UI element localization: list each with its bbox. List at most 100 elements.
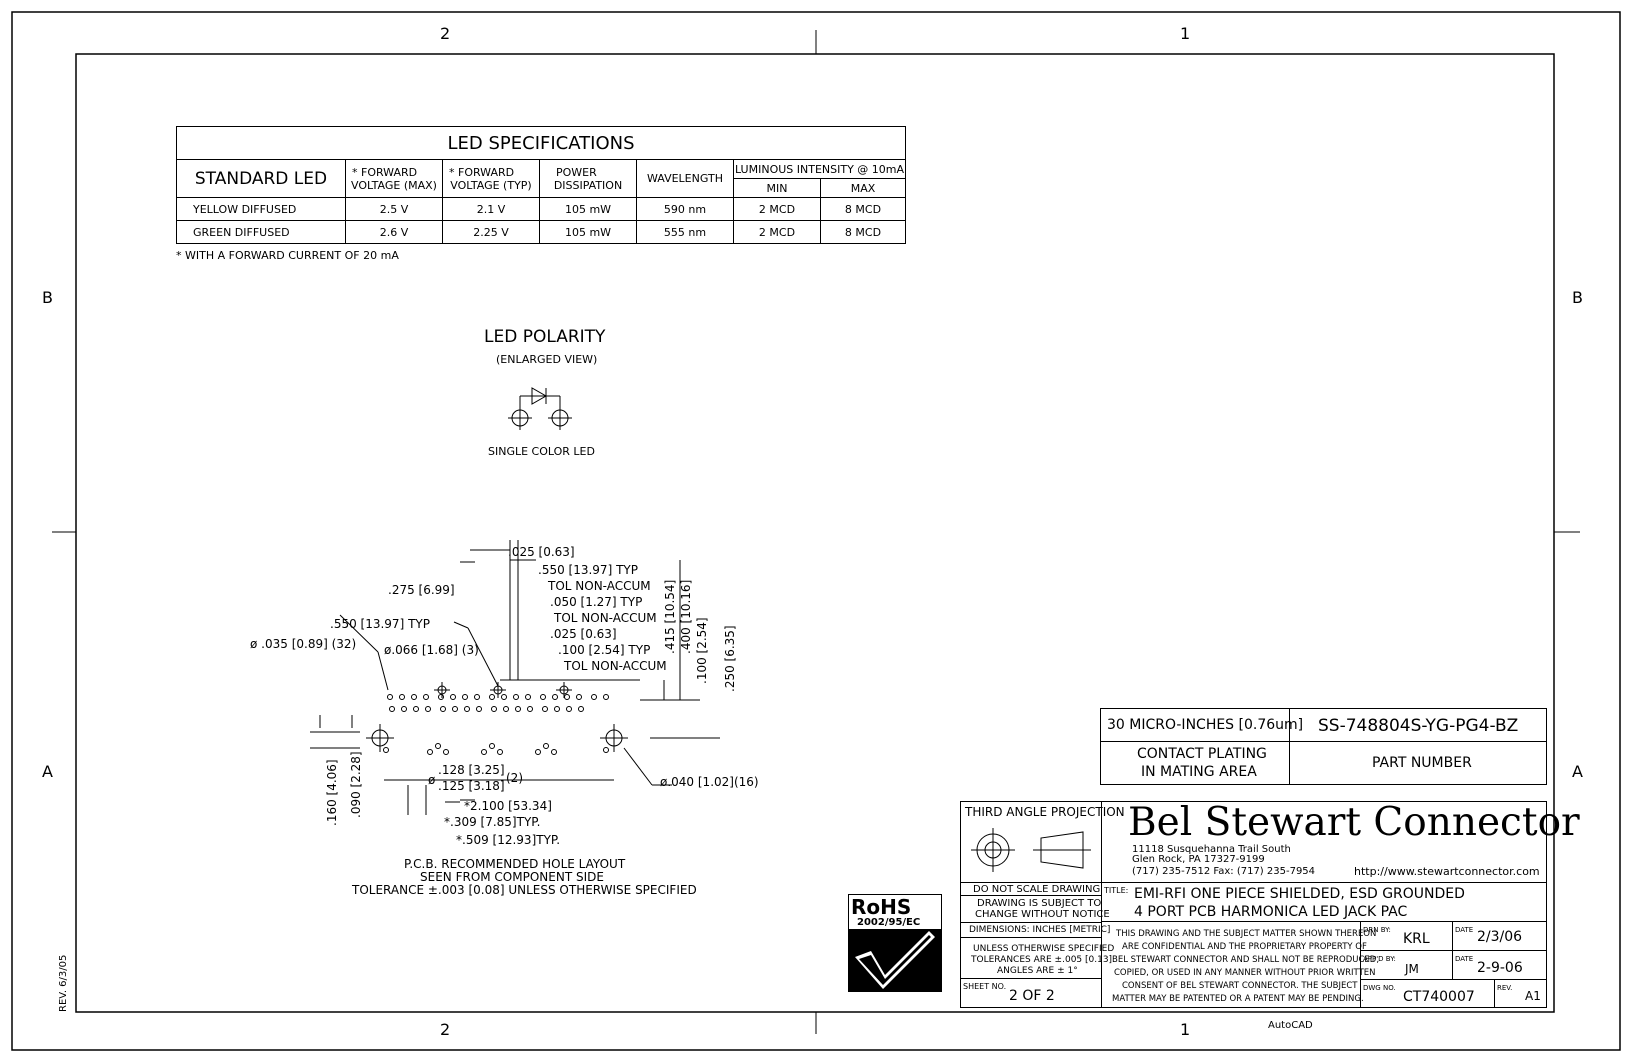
dim-label: (2) — [506, 771, 523, 785]
pcb-note-1: P.C.B. RECOMMENDED HOLE LAYOUT — [404, 857, 626, 871]
company-address-1: 11118 Susquehanna Trail South — [1132, 844, 1291, 855]
dim-label: .100 [2.54] — [695, 617, 709, 684]
sheet-no: 2 OF 2 — [1009, 988, 1055, 1004]
zone-label-bottom-2: 2 — [440, 1020, 451, 1039]
row-name: YELLOW DIFFUSED — [176, 197, 346, 221]
company-url: http://www.stewartconnector.com — [1354, 865, 1540, 878]
rohs-label: RoHS — [851, 895, 912, 919]
date-label: DATE — [1455, 955, 1474, 963]
tolerance-cell: UNLESS OTHERWISE SPECIFIED TOLERANCES AR… — [960, 937, 1114, 979]
dim-label: TOL NON-ACCUM — [548, 579, 651, 593]
pcb-note-2: SEEN FROM COMPONENT SIDE — [420, 870, 604, 884]
row-min: 2 MCD — [733, 220, 821, 244]
zone-label-left-b: B — [42, 288, 53, 307]
zone-label-right-b: B — [1572, 288, 1583, 307]
polarity-title: LED POLARITY — [484, 327, 606, 347]
company-name: Bel Stewart Connector — [1128, 800, 1580, 845]
plating-label-cell: CONTACT PLATING IN MATING AREA — [1100, 741, 1290, 785]
dwg-value: CT740007 — [1403, 989, 1475, 1005]
prop-6: MATTER MAY BE PATENTED OR A PATENT MAY B… — [1112, 994, 1364, 1004]
col-power-1: POWER — [556, 165, 597, 179]
tol-2: TOLERANCES ARE ±.005 [0.13] — [971, 955, 1113, 965]
row-vmax: 2.6 V — [345, 220, 443, 244]
polarity-subtitle: (ENLARGED VIEW) — [496, 353, 598, 366]
row-vmax: 2.5 V — [345, 197, 443, 221]
company-cell: Bel Stewart Connector 11118 Susquehanna … — [1101, 800, 1580, 883]
prop-5: CONSENT OF BEL STEWART CONNECTOR. THE SU… — [1122, 981, 1358, 991]
diode-symbol-icon — [508, 387, 572, 430]
title-label: TITLE: — [1104, 886, 1129, 895]
row-name: GREEN DIFFUSED — [176, 220, 346, 244]
dim-label: .125 [3.18] — [438, 779, 505, 793]
spec-footnote: * WITH A FORWARD CURRENT OF 20 mA — [176, 249, 399, 262]
dim-label: .128 [3.25] — [438, 763, 505, 777]
dim-label: *2.100 [53.34] — [464, 799, 552, 813]
col-min: MIN — [733, 178, 821, 198]
company-address-2: Glen Rock, PA 17327-9199 — [1132, 854, 1265, 865]
zone-label-top-2: 2 — [440, 24, 451, 43]
dim-label: *.509 [12.93]TYP. — [456, 833, 561, 847]
drn-cell: DRN BY: KRL — [1360, 921, 1453, 951]
col-vf-typ-1: * FORWARD — [449, 165, 515, 179]
pcb-hole-layout-drawing — [310, 540, 720, 815]
row-vtyp: 2.1 V — [442, 197, 540, 221]
rev-cell: REV. A1 — [1494, 979, 1547, 1008]
dim-label: .160 [4.06] — [325, 759, 339, 826]
prop-3: BEL STEWART CONNECTOR AND SHALL NOT BE R… — [1112, 955, 1380, 965]
led-spec-title: LED SPECIFICATIONS — [176, 126, 906, 160]
title-line-2: 4 PORT PCB HARMONICA LED JACK PAC — [1134, 904, 1408, 920]
company-phone: (717) 235-7512 Fax: (717) 235-7954 — [1132, 866, 1316, 877]
row-max: 8 MCD — [820, 220, 906, 244]
rev-value: A1 — [1525, 989, 1541, 1003]
drn-value: KRL — [1403, 931, 1430, 947]
third-angle-projection-icon — [971, 828, 1091, 872]
subject-1: DRAWING IS SUBJECT TO — [977, 898, 1102, 909]
row-power: 105 mW — [539, 220, 637, 244]
dim-label: .025 [0.63] — [550, 627, 617, 641]
dim-label: ø .035 [0.89] (32) — [250, 637, 357, 651]
date2-value: 2-9-06 — [1477, 960, 1523, 976]
rev-label: REV. — [1497, 984, 1513, 992]
dim-label: .050 [1.27] TYP — [550, 595, 643, 609]
tol-3: ANGLES ARE ± 1° — [997, 966, 1078, 976]
appd-cell: APP'D BY: JM — [1360, 950, 1453, 980]
zone-label-left-a: A — [42, 762, 53, 781]
part-number-label: PART NUMBER — [1372, 755, 1472, 771]
dim-label: TOL NON-ACCUM — [564, 659, 667, 673]
dimensions-cell: DIMENSIONS: INCHES [METRIC] — [960, 922, 1110, 938]
date1-value: 2/3/06 — [1477, 929, 1523, 945]
table-row: GREEN DIFFUSED 2.6 V 2.25 V 105 mW 555 n… — [176, 220, 906, 244]
pcb-note-3: TOLERANCE ±.003 [0.08] UNLESS OTHERWISE … — [352, 883, 697, 897]
dim-label: ø — [428, 773, 436, 787]
sheet-cell: SHEET NO. 2 OF 2 — [960, 978, 1102, 1008]
dim-label: .100 [2.54] TYP — [558, 643, 651, 657]
row-max: 8 MCD — [820, 197, 906, 221]
date2-cell: DATE 2-9-06 — [1452, 950, 1547, 980]
title-line-1: EMI-RFI ONE PIECE SHIELDED, ESD GROUNDED — [1134, 886, 1465, 902]
part-number-value: SS-748804S-YG-PG4-BZ — [1318, 716, 1519, 736]
dim-label: ø.066 [1.68] (3) — [384, 643, 479, 657]
dim-label: .025 [0.63] — [508, 545, 575, 559]
autocad-label: AutoCAD — [1268, 1020, 1313, 1031]
prop-1: THIS DRAWING AND THE SUBJECT MATTER SHOW… — [1116, 929, 1377, 939]
checkmark-icon — [849, 929, 941, 991]
date-label: DATE — [1455, 926, 1474, 934]
row-min: 2 MCD — [733, 197, 821, 221]
col-max: MAX — [820, 178, 906, 198]
row-vtyp: 2.25 V — [442, 220, 540, 244]
col-vf-typ-2: VOLTAGE (TYP) — [450, 178, 532, 192]
dim-label: .400 [10.16] — [679, 579, 693, 654]
dim-label: .090 [2.28] — [349, 751, 363, 818]
row-wave: 555 nm — [636, 220, 734, 244]
rohs-directive: 2002/95/EC — [857, 917, 921, 928]
col-standard-led: STANDARD LED — [176, 159, 346, 198]
projection-cell: THIRD ANGLE PROJECTION — [960, 801, 1125, 883]
dwg-cell: DWG NO. CT740007 — [1360, 979, 1495, 1008]
dim-label: .550 [13.97] TYP — [538, 563, 638, 577]
prop-4: COPIED, OR USED IN ANY MANNER WITHOUT PR… — [1114, 968, 1376, 978]
col-wavelength: WAVELENGTH — [636, 159, 734, 198]
date1-cell: DATE 2/3/06 — [1452, 921, 1547, 951]
dim-label: ø.040 [1.02](16) — [660, 775, 759, 789]
drn-label: DRN BY: — [1363, 926, 1391, 934]
